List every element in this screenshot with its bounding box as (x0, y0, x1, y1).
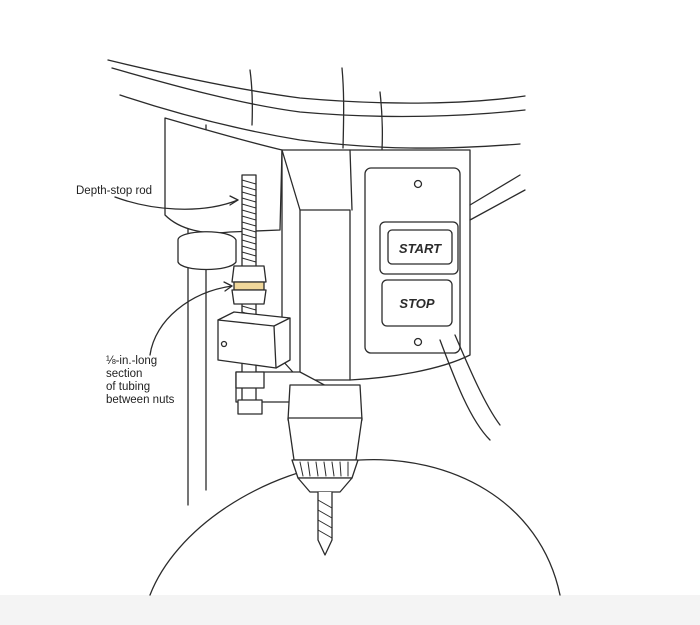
spindle-collar (177, 231, 237, 271)
start-label: START (399, 241, 442, 256)
switch-screw-bottom (413, 337, 423, 347)
upper-nut (231, 265, 267, 283)
depth-stop-rod-label: Depth-stop rod (76, 185, 153, 197)
rod-leader-line (114, 196, 239, 210)
feed-arm (469, 174, 521, 206)
bottom-fade (0, 595, 700, 625)
stop-label: STOP (399, 296, 434, 311)
tubing-label-line-2: section (106, 368, 143, 380)
work-table (149, 458, 561, 596)
chuck (287, 417, 363, 493)
tubing-leader-arrow (223, 281, 233, 292)
tubing-leader-line (149, 285, 233, 356)
tubing-section (233, 281, 265, 291)
tubing-label-line-3: of tubing (106, 381, 151, 393)
head-top-surface (107, 59, 526, 104)
spindle-housing (287, 384, 363, 421)
tubing-label-line-4: between nuts (106, 394, 175, 406)
tubing-label-line-1: ⅛-in.-long (106, 355, 158, 367)
start-button: START (379, 221, 459, 275)
depth-stop-rod-callout: Depth-stop rod (76, 185, 152, 198)
switch-screw-top (413, 179, 423, 189)
rod-leader-arrow (229, 195, 239, 206)
tubing-callout: ⅛-in.-long section of tubing between nut… (106, 355, 174, 407)
drill-bit (317, 491, 333, 556)
stop-button: STOP (381, 279, 453, 327)
belt-guard (164, 117, 283, 234)
bottom-nut (235, 371, 265, 389)
lower-nut (231, 289, 267, 305)
stop-block (217, 311, 291, 369)
